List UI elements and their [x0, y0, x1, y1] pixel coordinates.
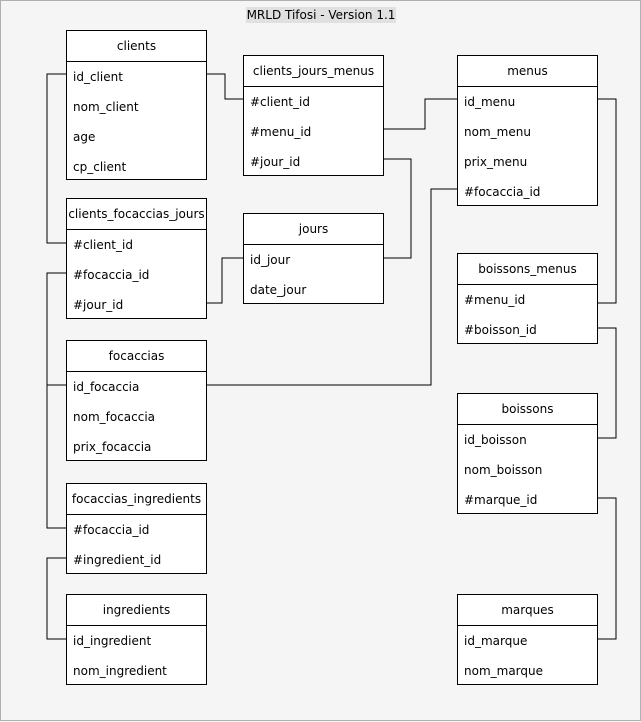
table-clients-focaccias-jours: clients_focaccias_jours #client_id #foca…	[66, 198, 207, 319]
link-clients-clients-jours-menus	[206, 73, 244, 100]
diagram-title: MRLD Tifosi - Version 1.1	[246, 7, 396, 23]
field: nom_focaccia	[73, 410, 156, 424]
link-focaccias-clients-focaccias-jours	[46, 272, 67, 386]
table-marques: marques id_marque nom_marque	[457, 594, 598, 685]
table-jours: jours id_jour date_jour	[243, 213, 384, 304]
field: #client_id	[73, 238, 133, 252]
field: nom_boisson	[464, 463, 543, 477]
field: cp_client	[73, 160, 127, 174]
link-menus-boissons-menus	[597, 98, 617, 304]
table-title: clients_jours_menus	[244, 56, 383, 87]
link-ingredients-focaccias-ingredients	[46, 557, 67, 640]
field: #jour_id	[73, 298, 124, 312]
field: prix_menu	[464, 155, 528, 169]
table-boissons-menus: boissons_menus #menu_id #boisson_id	[457, 253, 598, 344]
table-ingredients: ingredients id_ingredient nom_ingredient	[66, 594, 207, 685]
table-focaccias: focaccias id_focaccia nom_focaccia prix_…	[66, 340, 207, 461]
table-boissons: boissons id_boisson nom_boisson #marque_…	[457, 393, 598, 514]
table-title: jours	[244, 214, 383, 245]
table-title: focaccias_ingredients	[67, 484, 206, 515]
link-focaccias-focaccias-ingredients	[46, 384, 67, 529]
field: nom_client	[73, 100, 139, 114]
field: #focaccia_id	[464, 185, 541, 199]
link-focaccias-menus	[206, 188, 458, 386]
table-clients-jours-menus: clients_jours_menus #client_id #menu_id …	[243, 55, 384, 176]
field: date_jour	[250, 283, 307, 297]
field: #ingredient_id	[73, 553, 162, 567]
table-title: clients	[67, 31, 206, 62]
link-marques-boissons	[597, 497, 617, 640]
field: #menu_id	[464, 293, 526, 307]
link-jours-clients-jours-menus	[383, 158, 412, 259]
field: id_menu	[464, 95, 516, 109]
field: #jour_id	[250, 155, 301, 169]
table-clients: clients id_client nom_client age cp_clie…	[66, 30, 207, 180]
field: id_focaccia	[73, 380, 140, 394]
field: #boisson_id	[464, 323, 537, 337]
field: #menu_id	[250, 125, 312, 139]
field: nom_marque	[464, 664, 544, 678]
table-title: ingredients	[67, 595, 206, 626]
table-title: marques	[458, 595, 597, 626]
field: #focaccia_id	[73, 268, 150, 282]
table-title: clients_focaccias_jours	[67, 199, 206, 230]
field: #marque_id	[464, 493, 538, 507]
field: #client_id	[250, 95, 310, 109]
table-focaccias-ingredients: focaccias_ingredients #focaccia_id #ingr…	[66, 483, 207, 574]
field: id_boisson	[464, 433, 527, 447]
field: prix_focaccia	[73, 440, 152, 454]
field: age	[73, 130, 96, 144]
link-clients-clients-focaccias-jours	[46, 73, 67, 244]
table-title: focaccias	[67, 341, 206, 372]
field: nom_menu	[464, 125, 531, 139]
table-title: menus	[458, 56, 597, 87]
table-menus: menus id_menu nom_menu prix_menu #focacc…	[457, 55, 598, 206]
field: #focaccia_id	[73, 523, 150, 537]
link-boissons-boissons-menus	[597, 327, 617, 439]
table-title: boissons	[458, 394, 597, 425]
link-jours-clients-focaccias-jours	[206, 257, 244, 304]
field: id_client	[73, 70, 123, 84]
field: id_marque	[464, 634, 528, 648]
field: nom_ingredient	[73, 664, 167, 678]
field: id_ingredient	[73, 634, 152, 648]
field: id_jour	[250, 253, 291, 267]
table-title: boissons_menus	[458, 254, 597, 285]
link-menus-clients-jours-menus	[383, 98, 458, 130]
